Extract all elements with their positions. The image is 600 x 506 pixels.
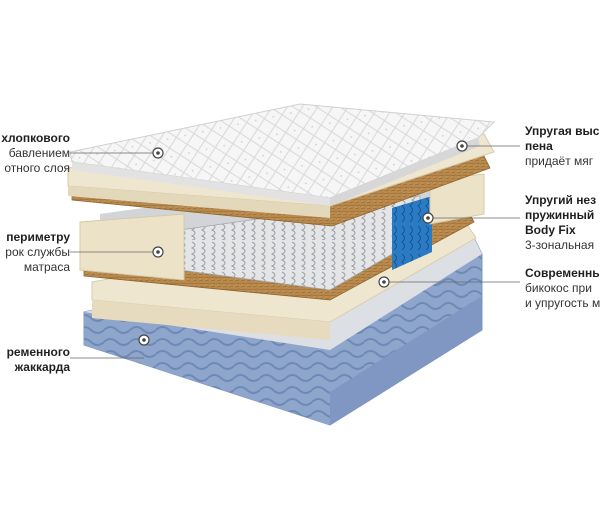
label-bicocos-title: Современны xyxy=(525,266,600,280)
label-jacquard-line1: ременного xyxy=(6,345,70,359)
label-spring-block-line4: 3-зональная xyxy=(525,238,595,252)
label-elastic-foam-line3: придаёт мяг xyxy=(525,154,594,168)
label-jacquard-line2: жаккарда xyxy=(14,360,70,374)
label-cotton-line2: бавлением xyxy=(8,146,70,160)
label-cotton-line3: отного слоя xyxy=(4,161,70,175)
label-spring-block-line3: Body Fix xyxy=(525,223,576,237)
label-jacquard: ременного жаккарда xyxy=(7,345,70,375)
label-elastic-foam: Упругая выс пена придаёт мяг xyxy=(525,124,599,169)
label-spring-block: Упругий нез пружинный Body Fix 3-зональн… xyxy=(525,193,596,253)
label-spring-block-title: Упругий нез xyxy=(525,193,597,207)
label-bicocos-line3: и упругость м xyxy=(525,296,600,310)
callouts xyxy=(70,145,520,359)
label-elastic-foam-line2: пена xyxy=(525,139,553,153)
label-perimeter: периметру рок службы матраса xyxy=(5,230,70,275)
callout-dots xyxy=(138,140,468,346)
label-bicocos-line2: бикокос при xyxy=(525,281,592,295)
quilted-cover-layer xyxy=(69,103,496,206)
label-cotton-layer: хлопкового бавлением отного слоя xyxy=(1,131,70,176)
label-perimeter-title: периметру xyxy=(6,230,70,244)
label-spring-block-line2: пружинный xyxy=(525,208,595,222)
label-perimeter-line2: рок службы xyxy=(5,245,70,259)
body-fix-zone xyxy=(392,196,432,270)
perimeter-foam xyxy=(79,213,185,281)
label-cotton-title: хлопкового xyxy=(1,131,70,145)
label-elastic-foam-title: Упругая выс xyxy=(525,124,600,138)
label-bicocos: Современны бикокос при и упругость м xyxy=(525,266,600,311)
label-perimeter-line3: матраса xyxy=(23,260,70,274)
